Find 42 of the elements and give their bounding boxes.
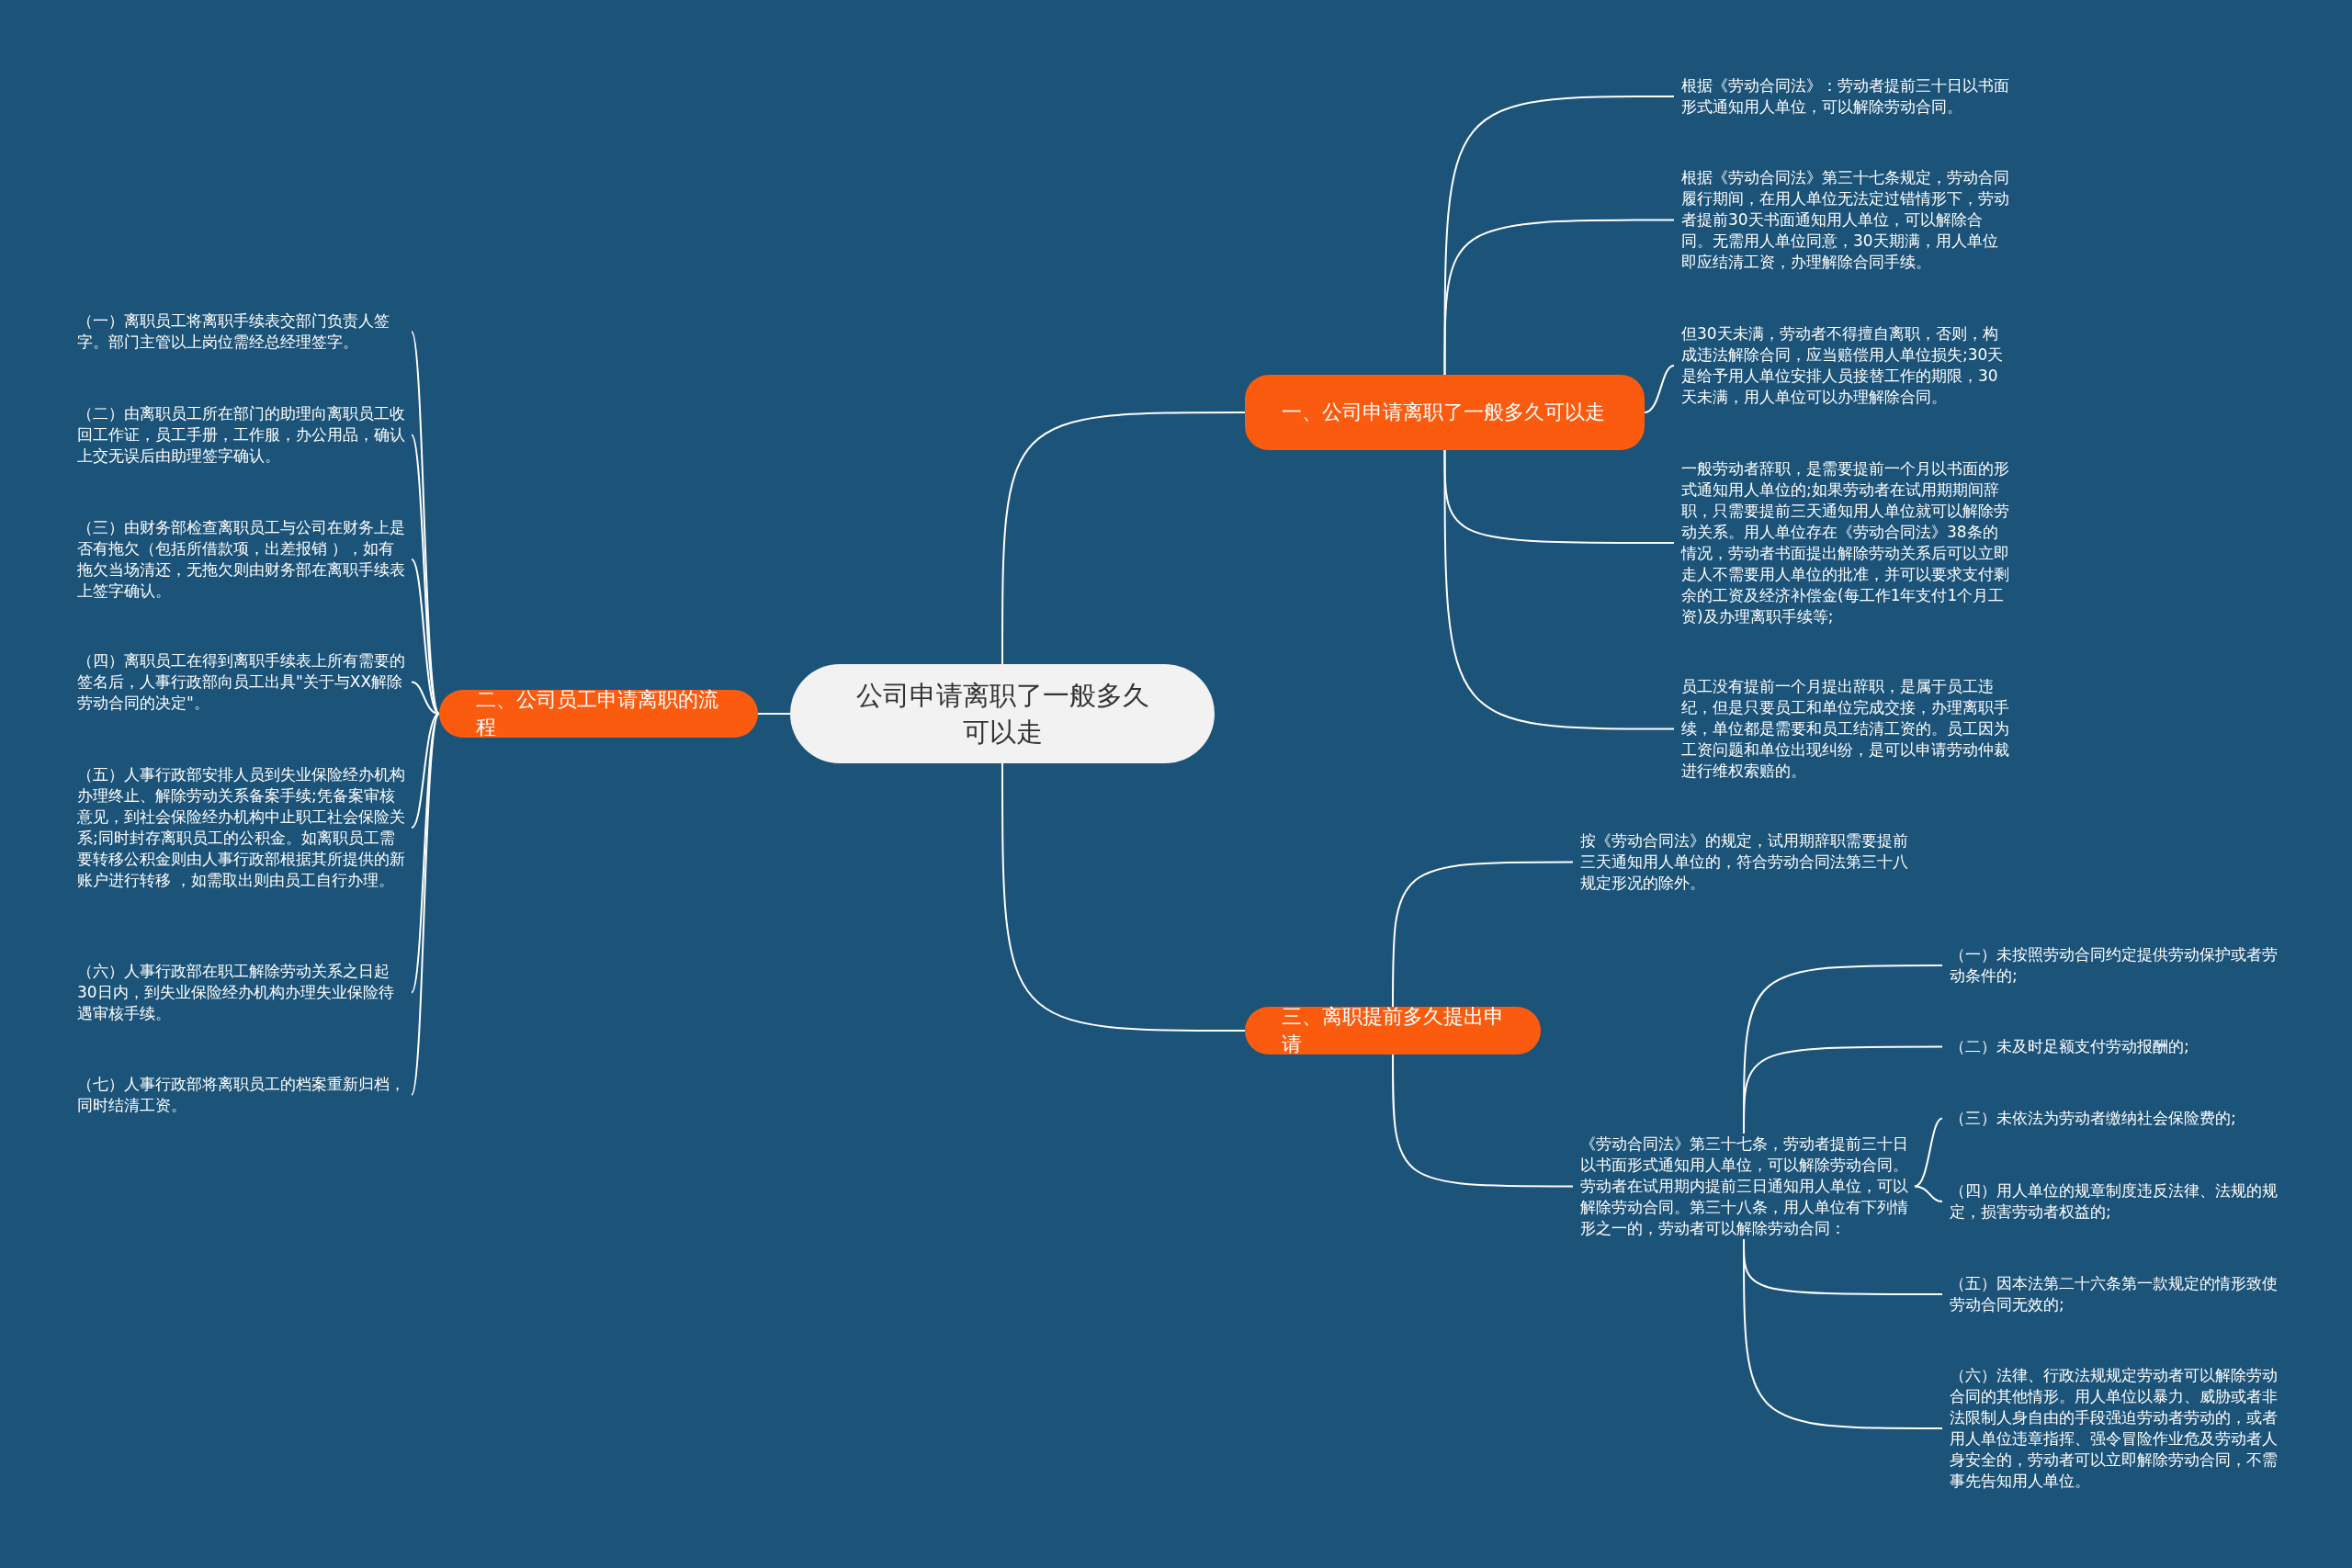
connector-line <box>1392 1054 1574 1188</box>
note-text: （一）未按照劳动合同约定提供劳动保护或者劳动条件的; <box>1942 944 2284 987</box>
connector-line <box>411 713 440 829</box>
note-text: 根据《劳动合同法》：劳动者提前三十日以书面形式通知用人单位，可以解除劳动合同。 <box>1674 75 2016 118</box>
central-topic-box: 公司申请离职了一般多久可以走 <box>790 664 1215 763</box>
connector-line <box>1392 861 1574 1008</box>
connector-line <box>1914 1117 1943 1188</box>
connector-line <box>411 681 440 715</box>
connector-line <box>411 558 440 715</box>
note-text: （六）法律、行政法规规定劳动者可以解除劳动合同的其他情形。用人单位以暴力、威胁或者非法限制人身自由的手段强迫劳动者劳动的，或者用人单位违章指挥、强令冒险作业危及劳动者人身安全的，劳动者可以立即解除劳动合同，不需事先告知用人单位。 <box>1942 1365 2284 1492</box>
connector-line <box>1743 1045 1943 1134</box>
note-text: （五）人事行政部安排人员到失业保险经办机构办理终止、解除劳动关系备案手续;凭备案审核意见，到社会保险经办机构中止职工社会保险关系;同时封存离职员工的公积金。如离职员工需要转移公积金则由人事行政部根据其所提供的新账户进行转移 ，如需取出则由员工自行办理。 <box>70 764 412 891</box>
connector-line <box>1914 1185 1943 1202</box>
topic-box: 二、公司员工申请离职的流程 <box>439 690 758 738</box>
note-text: 按《劳动合同法》的规定，试用期辞职需要提前三天通知用人单位的，符合劳动合同法第三十八规定形况的除外。 <box>1573 830 1915 894</box>
topic-box: 三、离职提前多久提出申请 <box>1245 1007 1541 1055</box>
note-text: 一般劳动者辞职，是需要提前一个月以书面的形式通知用人单位的;如果劳动者在试用期期间辞职，只需要提前三天通知用人单位就可以解除劳动关系。用人单位存在《劳动合同法》38条的情况，劳动者书面提出解除劳动关系后可以立即走人不需要用人单位的批准，并可以要求支付剩余的工资及经济补偿金(每工作1年支付1个月工资)及办理离职手续等; <box>1674 458 2016 627</box>
note-text: （二）由离职员工所在部门的助理向离职员工收回工作证，员工手册，工作服，办公用品，确认上交无误后由助理签字确认。 <box>70 403 412 467</box>
connector-line <box>411 713 440 994</box>
connector-line <box>1001 412 1246 665</box>
connector-line <box>411 713 440 1096</box>
connector-line <box>1001 762 1246 1032</box>
connector-line <box>1443 219 1675 376</box>
note-text: （六）人事行政部在职工解除劳动关系之日起30日内，到失业保险经办机构办理失业保险待遇审核手续。 <box>70 961 412 1024</box>
note-text: （三）未依法为劳动者缴纳社会保险费的; <box>1942 1108 2284 1129</box>
connector-line <box>1443 449 1675 730</box>
note-text: 根据《劳动合同法》第三十七条规定，劳动合同履行期间，在用人单位无法定过错情形下，劳动者提前30天书面通知用人单位，可以解除合同。无需用人单位同意，30天期满，用人单位即应结清工资，办理解除合同手续。 <box>1674 167 2016 273</box>
note-text: （一）离职员工将离职手续表交部门负责人签字。部门主管以上岗位需经总经理签字。 <box>70 310 412 353</box>
note-text: （三）由财务部检查离职员工与公司在财务上是否有拖欠（包括所借款项，出差报销 ），如有拖欠当场清还，无拖欠则由财务部在离职手续表上签字确认。 <box>70 517 412 602</box>
note-text: （四）离职员工在得到离职手续表上所有需要的签名后，人事行政部向员工出具"关于与XX解除劳动合同的决定"。 <box>70 650 412 714</box>
connector-line <box>411 331 440 715</box>
note-text: 《劳动合同法》第三十七条，劳动者提前三十日以书面形式通知用人单位，可以解除劳动合同。劳动者在试用期内提前三日通知用人单位，可以解除劳动合同。第三十八条，用人单位有下列情形之一的，劳动者可以解除劳动合同： <box>1573 1134 1915 1239</box>
note-text: （五）因本法第二十六条第一款规定的情形致使劳动合同无效的; <box>1942 1273 2284 1315</box>
connector-line <box>1644 365 1675 413</box>
note-text: （七）人事行政部将离职员工的档案重新归档，同时结清工资。 <box>70 1074 412 1116</box>
note-text: （二）未及时足额支付劳动报酬的; <box>1942 1036 2284 1057</box>
connector-line <box>757 713 791 715</box>
topic-box: 一、公司申请离职了一般多久可以走 <box>1245 375 1645 450</box>
note-text: 但30天未满，劳动者不得擅自离职，否则，构成违法解除合同，应当赔偿用人单位损失;30天是给予用人单位安排人员接替工作的期限，30天未满，用人单位可以办理解除合同。 <box>1674 323 2016 408</box>
note-text: （四）用人单位的规章制度违反法律、法规的规定，损害劳动者权益的; <box>1942 1180 2284 1223</box>
note-text: 员工没有提前一个月提出辞职，是属于员工违纪，但是只要员工和单位完成交接，办理离职手续，单位都是需要和员工结清工资的。员工因为工资问题和单位出现纠纷，是可以申请劳动仲裁进行维权索赔的。 <box>1674 676 2016 782</box>
connector-line <box>1743 1238 1943 1429</box>
